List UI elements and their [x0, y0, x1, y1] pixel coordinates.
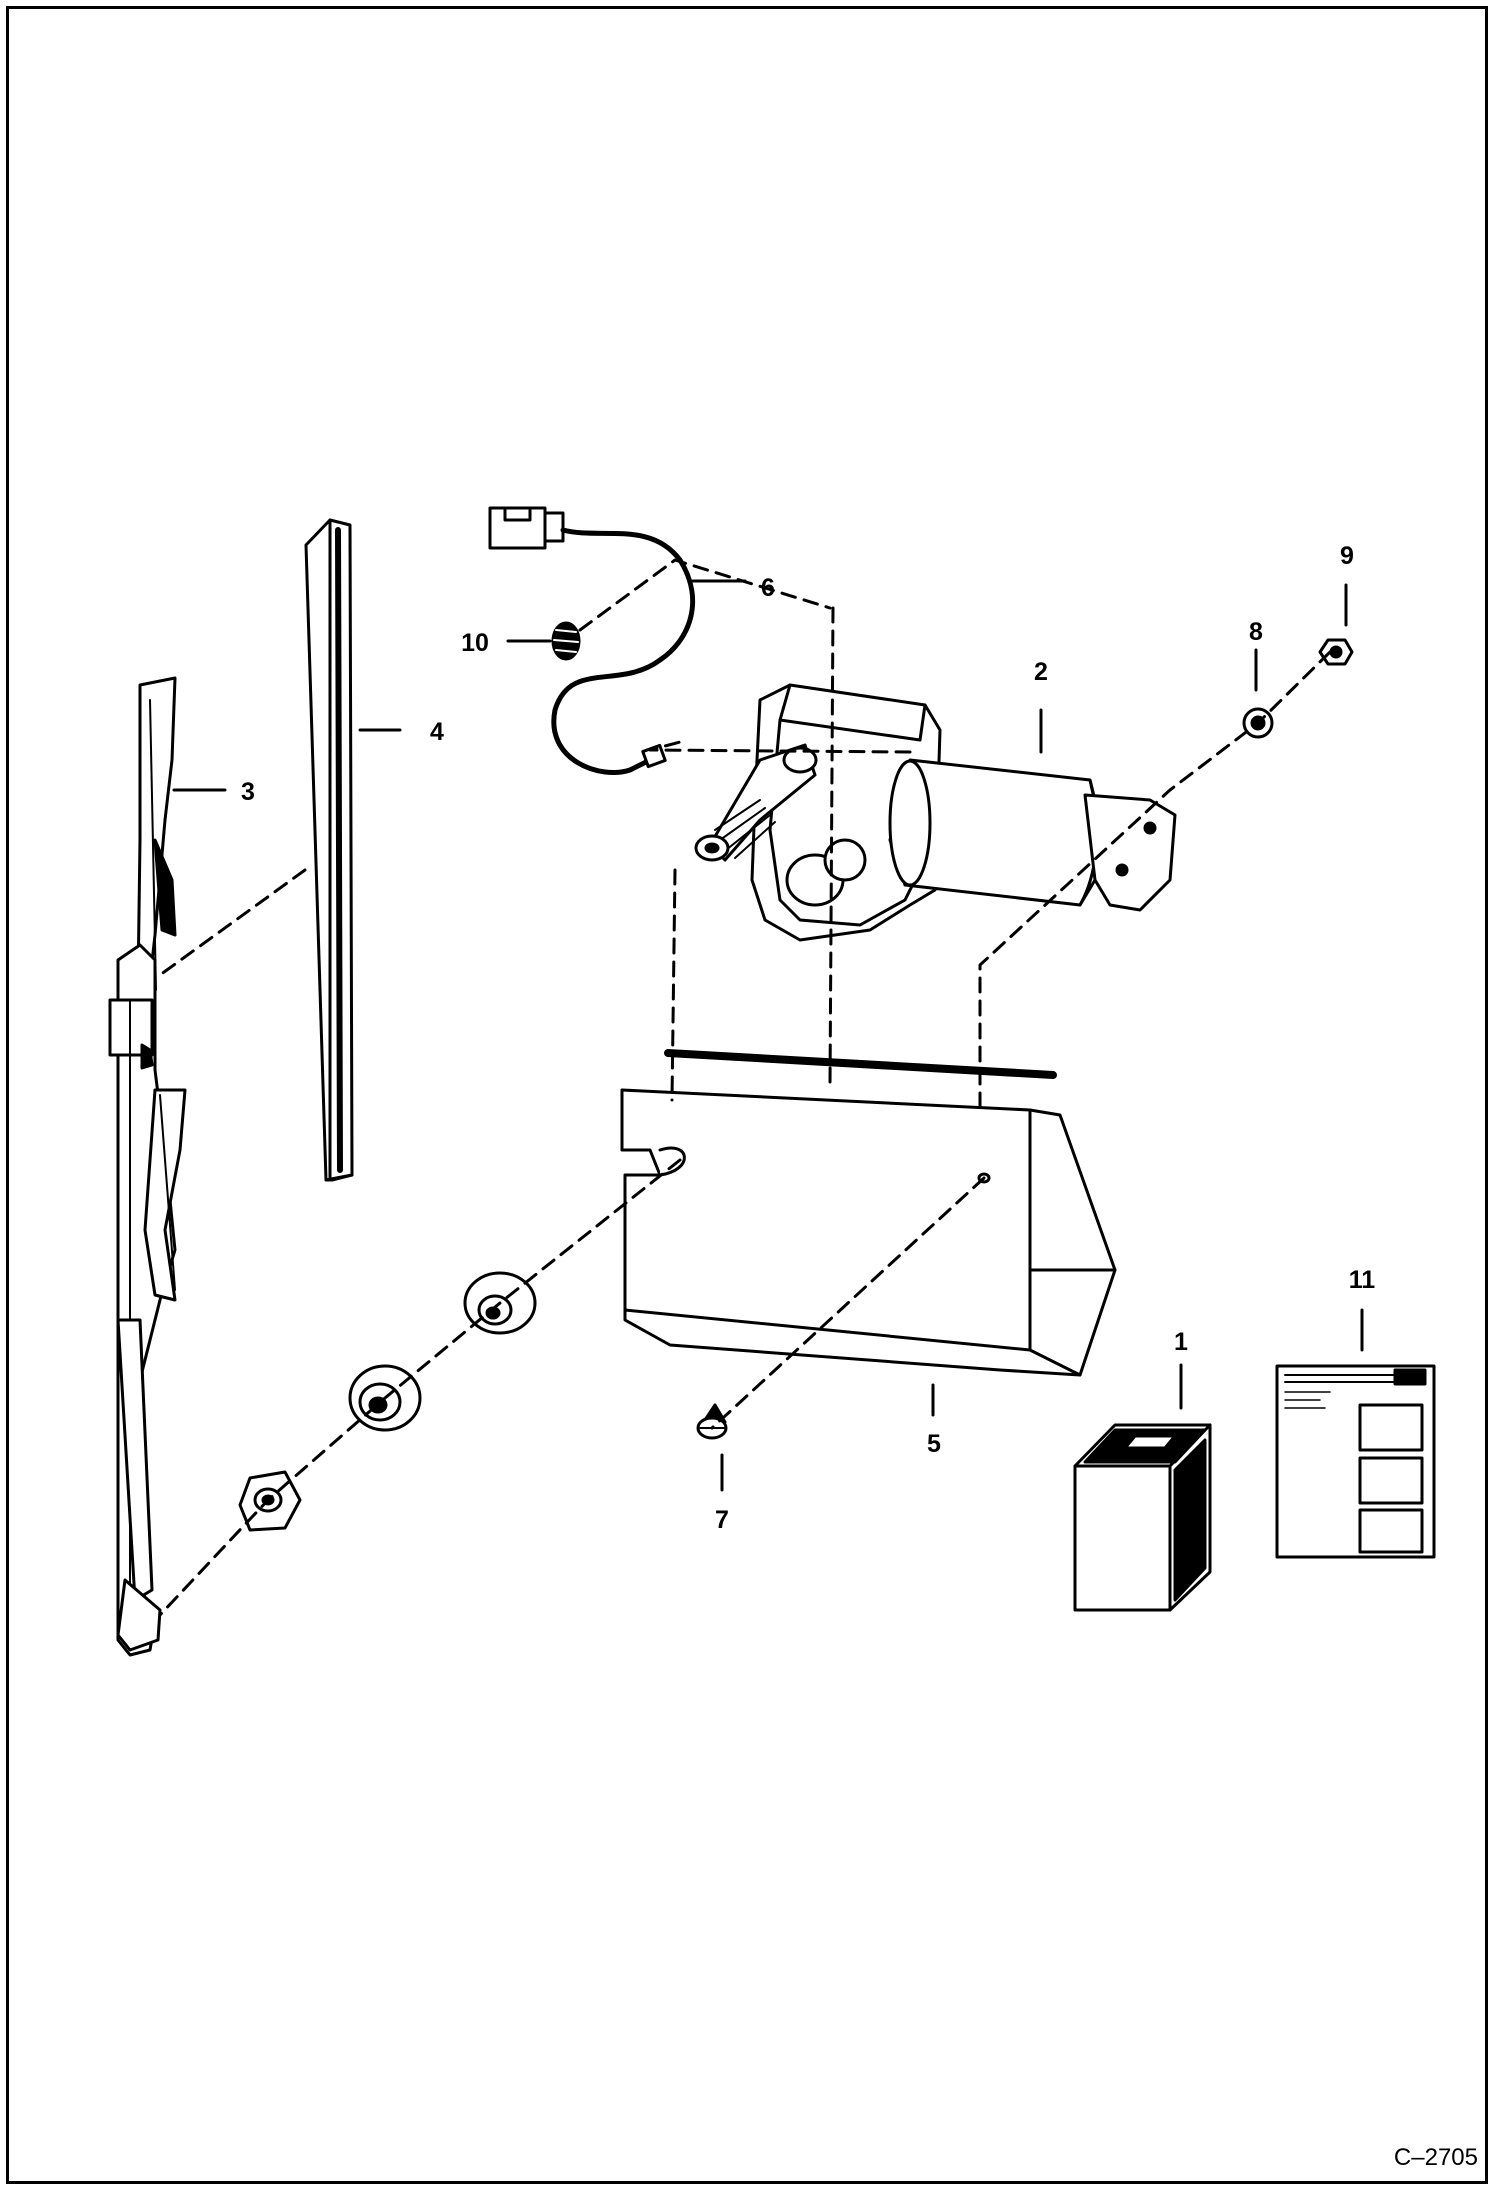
callout-4: 4	[430, 718, 444, 746]
wiper-arm	[108, 676, 187, 1657]
relay-box	[1073, 1423, 1212, 1612]
callout-2: 2	[1034, 658, 1048, 686]
wiper-motor	[694, 683, 1177, 942]
instruction-decal	[1275, 1364, 1436, 1559]
nut	[1318, 638, 1354, 666]
mounting-bracket	[620, 1049, 1117, 1377]
callout-labels: 1 2 3 4 5 6 7 8 9 10 11	[241, 542, 1375, 1534]
plug-grommet	[551, 621, 581, 661]
callout-1: 1	[1174, 1328, 1188, 1356]
callout-3: 3	[241, 778, 255, 806]
callout-7: 7	[715, 1506, 729, 1534]
callout-5: 5	[927, 1430, 941, 1458]
figure-number: C–2705	[1393, 2144, 1478, 2171]
callout-8: 8	[1249, 618, 1263, 646]
assembly-lines	[158, 558, 1332, 1617]
wiper-blade-strip	[304, 518, 354, 1182]
wire-harness	[488, 506, 696, 775]
callout-6: 6	[761, 574, 775, 602]
callout-11: 11	[1349, 1266, 1376, 1294]
callout-9: 9	[1340, 542, 1354, 570]
leader-lines	[172, 579, 1364, 1492]
callout-10: 10	[461, 629, 489, 657]
screw	[696, 1403, 728, 1440]
